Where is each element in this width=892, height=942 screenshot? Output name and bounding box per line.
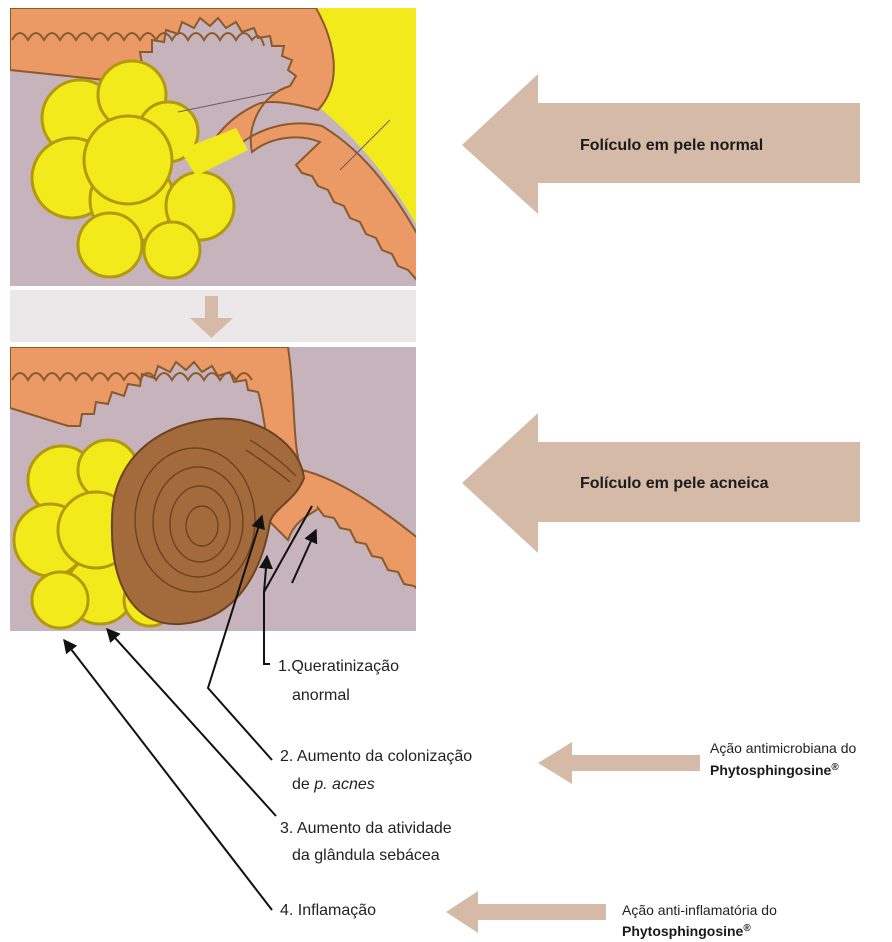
step-3-label: 3. Aumento da atividade da glândula sebá… [280, 820, 452, 864]
antimicrobial-action-label: Ação antimicrobiana do Phytosphingosine® [710, 740, 857, 778]
antiinflammatory-action-label: Ação anti-inflamatória do Phytosphingosi… [622, 902, 777, 939]
svg-text:4. Inflamação: 4. Inflamação [280, 902, 376, 919]
svg-text:Ação antimicrobiana do: Ação antimicrobiana do [710, 740, 857, 756]
svg-text:anormal: anormal [292, 687, 350, 704]
leader-step-3 [107, 629, 276, 816]
svg-text:Phytosphingosine®: Phytosphingosine® [710, 762, 839, 778]
antiinflammatory-action-arrow [446, 891, 606, 933]
svg-text:2. Aumento da colonização: 2. Aumento da colonização [280, 748, 472, 765]
normal-follicle-label: Folículo em pele normal [580, 137, 763, 154]
svg-text:1.Queratinização: 1.Queratinização [278, 658, 399, 675]
acneic-follicle-label: Folículo em pele acneica [580, 475, 769, 492]
svg-text:Phytosphingosine®: Phytosphingosine® [622, 923, 751, 939]
leader-step-4 [64, 640, 272, 910]
step-4-label: 4. Inflamação [280, 902, 376, 919]
acneic-follicle-illustration [10, 347, 430, 631]
svg-text:Ação anti-inflamatória do: Ação anti-inflamatória do [622, 902, 777, 918]
step-1-label: 1.Queratinização anormal [278, 658, 399, 704]
normal-follicle-illustration [10, 8, 430, 295]
antimicrobial-action-arrow [538, 742, 700, 784]
step-2-label: 2. Aumento da colonização de p. acnes [280, 748, 472, 793]
svg-text:de p. acnes: de p. acnes [292, 776, 375, 793]
svg-text:3. Aumento da atividade: 3. Aumento da atividade [280, 820, 452, 837]
svg-text:da glândula sebácea: da glândula sebácea [292, 847, 440, 864]
